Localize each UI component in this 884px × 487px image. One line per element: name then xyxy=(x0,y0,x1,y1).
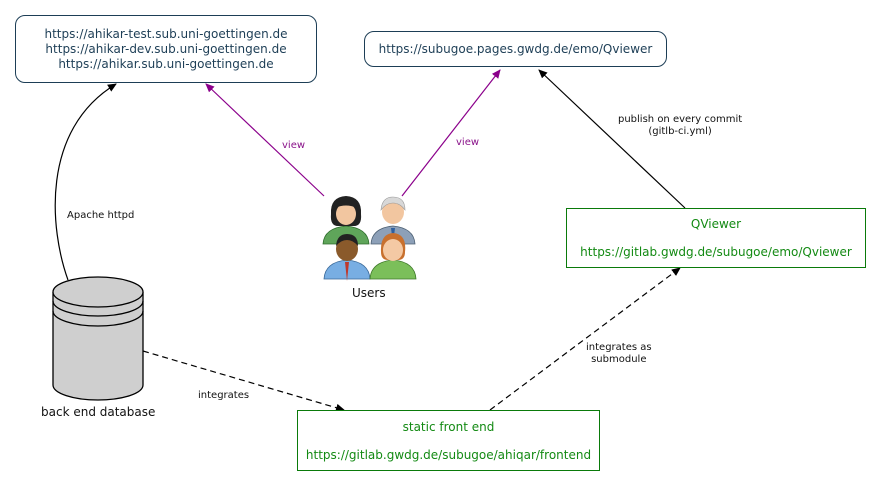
edge-label-apache: Apache httpd xyxy=(67,210,135,221)
users-icon xyxy=(322,196,417,281)
url-ahikar-test[interactable]: https://ahikar-test.sub.uni-goettingen.d… xyxy=(44,26,288,41)
edge-label-submodule-line2: submodule xyxy=(591,354,647,365)
users-label: Users xyxy=(352,286,386,300)
qviewer-box: QViewer https://gitlab.gwdg.de/subugoe/e… xyxy=(566,208,866,268)
edge-view-right xyxy=(401,69,501,197)
qviewer-repo-url[interactable]: https://gitlab.gwdg.de/subugoe/emo/Qview… xyxy=(580,245,852,259)
edge-submodule xyxy=(489,267,681,411)
edge-label-publish-line2: (gitlb-ci.yml) xyxy=(648,126,712,137)
database-label: back end database xyxy=(41,405,156,419)
edge-apache xyxy=(54,83,117,281)
qviewer-title: QViewer xyxy=(690,217,742,231)
edge-label-view-left: view xyxy=(282,140,306,151)
edge-view-left xyxy=(205,83,325,197)
edge-label-view-right: view xyxy=(456,137,480,148)
database-icon xyxy=(52,276,144,401)
frontend-title: static front end xyxy=(402,419,495,434)
qviewer-pages-box: https://subugoe.pages.gwdg.de/emo/Qviewe… xyxy=(364,31,667,67)
url-ahikar[interactable]: https://ahikar.sub.uni-goettingen.de xyxy=(58,56,274,71)
edge-label-publish-line1: publish on every commit xyxy=(618,114,743,125)
url-ahikar-dev[interactable]: https://ahikar-dev.sub.uni-goettingen.de xyxy=(45,41,287,56)
edge-label-submodule-line1: integrates as xyxy=(586,342,652,353)
frontend-box: static front end https://gitlab.gwdg.de/… xyxy=(297,410,600,471)
edge-publish xyxy=(538,69,686,209)
edge-label-submodule: integrates as submodule xyxy=(586,342,652,366)
ahikar-urls-box: https://ahikar-test.sub.uni-goettingen.d… xyxy=(15,15,317,83)
edge-label-publish: publish on every commit (gitlb-ci.yml) xyxy=(618,114,742,138)
edge-label-integrates: integrates xyxy=(198,390,250,401)
url-qviewer-pages[interactable]: https://subugoe.pages.gwdg.de/emo/Qviewe… xyxy=(378,41,653,56)
edge-integrates xyxy=(142,350,345,412)
frontend-repo-url[interactable]: https://gitlab.gwdg.de/subugoe/ahiqar/fr… xyxy=(305,447,592,462)
